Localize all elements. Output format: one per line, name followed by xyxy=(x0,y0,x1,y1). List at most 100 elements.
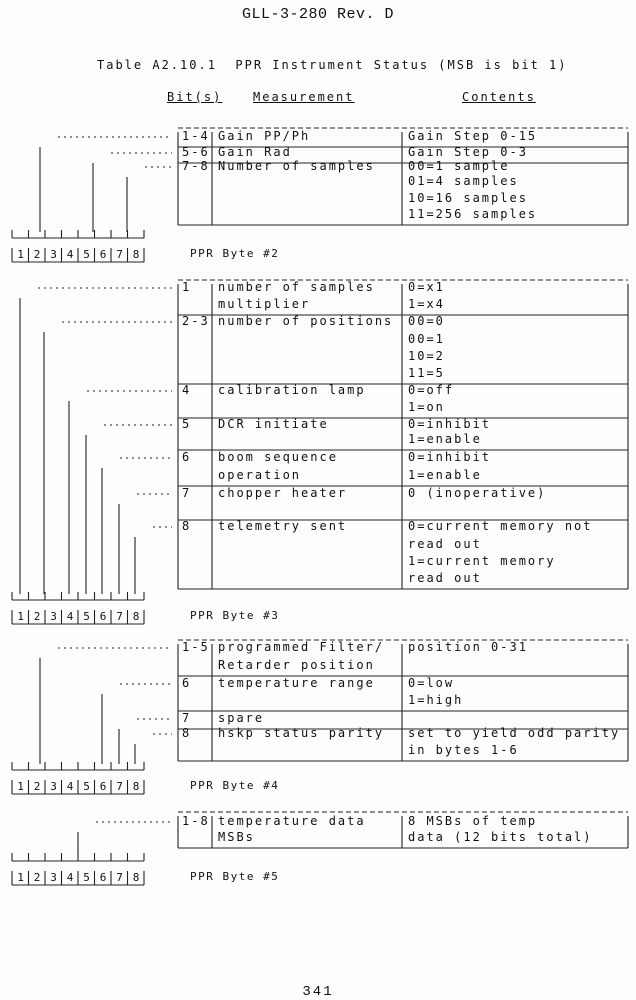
column-header-contents: Contents xyxy=(462,90,536,104)
row-measurement-cell: temperature range xyxy=(218,676,375,690)
row-contents-cell: 0=inhibit xyxy=(408,450,492,464)
row-measurement-cell: temperature data xyxy=(218,814,366,828)
row-contents-cell: 1=enable xyxy=(408,432,482,446)
byte-label: PPR Byte #4 xyxy=(190,779,280,792)
row-contents-cell: 10=16 samples xyxy=(408,191,528,205)
row-bits-cell: 1-4 xyxy=(182,129,210,143)
bit-number: 1 xyxy=(17,248,24,261)
bit-number: 4 xyxy=(66,610,74,623)
row-contents-cell: 0=low xyxy=(408,676,455,690)
bit-number: 6 xyxy=(99,610,107,623)
row-measurement-cell: calibration lamp xyxy=(218,383,366,397)
bit-number: 8 xyxy=(132,610,140,623)
byte-label: PPR Byte #5 xyxy=(190,870,280,883)
bit-number: 1 xyxy=(17,610,24,623)
row-contents-cell: 11=5 xyxy=(408,366,445,380)
row-contents-cell: 1=current memory xyxy=(408,554,556,568)
row-contents-cell: 0=off xyxy=(408,383,455,397)
bit-number: 4 xyxy=(66,871,74,884)
bit-number: 2 xyxy=(33,610,41,623)
row-measurement-cell: number of samples xyxy=(218,280,375,294)
row-bits-cell: 7-8 xyxy=(182,159,210,173)
row-contents-cell: position 0-31 xyxy=(408,640,528,654)
bit-number: 5 xyxy=(83,780,90,793)
row-measurement-cell: chopper heater xyxy=(218,486,348,500)
row-contents-cell: 0=x1 xyxy=(408,280,445,294)
bit-number: 2 xyxy=(33,248,41,261)
bit-number: 3 xyxy=(50,610,57,623)
row-contents-cell: 1=x4 xyxy=(408,297,445,311)
row-measurement-cell: Retarder position xyxy=(218,658,375,672)
row-contents-cell: 1=on xyxy=(408,400,445,414)
row-measurement-cell: operation xyxy=(218,468,302,482)
row-contents-cell: 00=1 xyxy=(408,332,445,346)
row-contents-cell: Gain Step 0-15 xyxy=(408,129,538,143)
row-measurement-cell: telemetry sent xyxy=(218,519,348,533)
row-contents-cell: 11=256 samples xyxy=(408,207,538,221)
bit-number: 6 xyxy=(99,780,107,793)
table-title: Table A2.10.1 PPR Instrument Status (MSB… xyxy=(97,58,568,72)
row-bits-cell: 7 xyxy=(182,711,192,725)
row-contents-cell: in bytes 1-6 xyxy=(408,743,519,757)
row-contents-cell: 1=enable xyxy=(408,468,482,482)
bit-number: 7 xyxy=(116,871,123,884)
row-contents-cell: 8 MSBs of temp xyxy=(408,814,538,828)
document-id: GLL-3-280 Rev. D xyxy=(241,6,395,23)
row-measurement-cell: Number of samples xyxy=(218,159,375,173)
row-contents-cell: read out xyxy=(408,571,482,585)
bit-number: 4 xyxy=(66,780,74,793)
row-contents-cell: 0 (inoperative) xyxy=(408,486,547,500)
row-contents-cell: 01=4 samples xyxy=(408,174,519,188)
bit-number: 7 xyxy=(116,248,123,261)
bit-number: 6 xyxy=(99,248,107,261)
row-measurement-cell: Gain PP/Ph xyxy=(218,129,311,143)
bit-number: 5 xyxy=(83,610,90,623)
bit-number: 8 xyxy=(132,871,140,884)
page-number: 341 xyxy=(302,984,334,1000)
row-contents-cell: 10=2 xyxy=(408,349,445,363)
bit-number: 3 xyxy=(50,871,57,884)
byte-label: PPR Byte #2 xyxy=(190,247,280,260)
bit-number: 7 xyxy=(116,780,123,793)
row-bits-cell: 6 xyxy=(182,676,192,690)
row-measurement-cell: number of positions xyxy=(218,314,394,328)
row-bits-cell: 2-3 xyxy=(182,314,210,328)
row-bits-cell: 1-5 xyxy=(182,640,210,654)
row-measurement-cell: programmed Filter/ xyxy=(218,640,385,654)
row-contents-cell: read out xyxy=(408,537,482,551)
bit-number: 2 xyxy=(33,871,41,884)
row-contents-cell: 0=inhibit xyxy=(408,417,492,431)
row-measurement-cell: hskp status parity xyxy=(218,726,385,740)
row-bits-cell: 7 xyxy=(182,486,192,500)
row-contents-cell: 0=current memory not xyxy=(408,519,593,533)
bit-number: 1 xyxy=(17,780,24,793)
row-contents-cell: Gain Step 0-3 xyxy=(408,145,528,159)
bit-number: 2 xyxy=(33,780,41,793)
bit-number: 7 xyxy=(116,610,123,623)
row-bits-cell: 8 xyxy=(182,726,192,740)
row-bits-cell: 6 xyxy=(182,450,192,464)
row-bits-cell: 1-8 xyxy=(182,814,210,828)
row-measurement-cell: MSBs xyxy=(218,830,255,844)
row-measurement-cell: Gain Rad xyxy=(218,145,292,159)
bit-number: 8 xyxy=(132,248,140,261)
row-measurement-cell: DCR initiate xyxy=(218,417,329,431)
bit-number: 8 xyxy=(132,780,140,793)
row-measurement-cell: boom sequence xyxy=(218,450,338,464)
row-bits-cell: 5 xyxy=(182,417,192,431)
bit-number: 3 xyxy=(50,248,57,261)
bit-number: 5 xyxy=(83,248,90,261)
row-contents-cell: 1=high xyxy=(408,693,464,707)
row-measurement-cell: spare xyxy=(218,711,265,725)
column-header-bits: Bit(s) xyxy=(167,90,223,104)
byte-label: PPR Byte #3 xyxy=(190,609,280,622)
row-bits-cell: 4 xyxy=(182,383,192,397)
bit-number: 6 xyxy=(99,871,107,884)
row-bits-cell: 5-6 xyxy=(182,145,210,159)
row-contents-cell: 00=0 xyxy=(408,314,445,328)
bit-number: 5 xyxy=(83,871,90,884)
bit-number: 1 xyxy=(17,871,24,884)
row-contents-cell: set to yield odd parity xyxy=(408,726,621,740)
